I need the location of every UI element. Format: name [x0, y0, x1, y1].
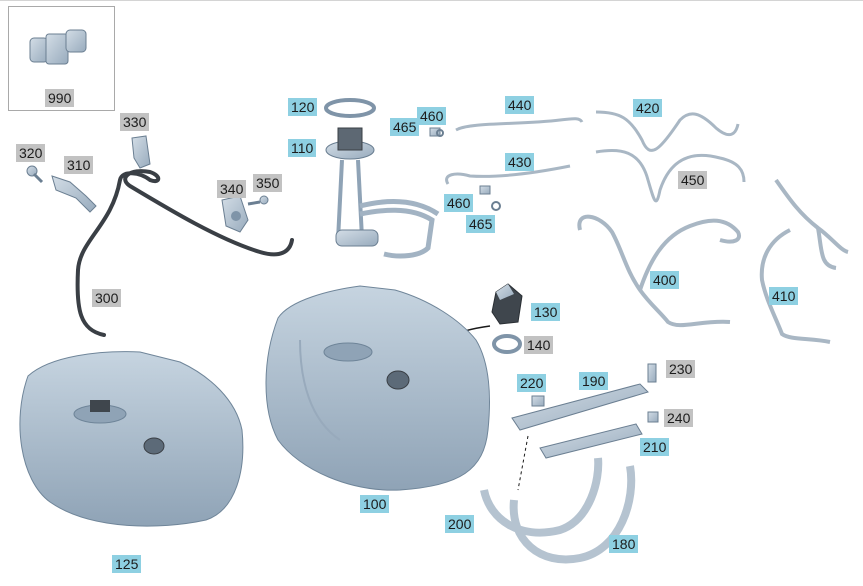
connector-460[interactable]	[429, 127, 491, 195]
clip-330[interactable]	[131, 135, 151, 169]
callout-460-a[interactable]: 460	[417, 107, 447, 125]
fuel-tank-100[interactable]	[265, 285, 490, 491]
callout-300[interactable]: 300	[92, 289, 122, 307]
callout-130[interactable]: 130	[531, 303, 561, 321]
callout-190[interactable]: 190	[579, 372, 609, 390]
callout-110[interactable]: 110	[288, 139, 317, 157]
callout-990[interactable]: 990	[45, 89, 75, 107]
dashed-link	[517, 435, 529, 491]
callout-465-b[interactable]: 465	[466, 215, 496, 233]
callout-460-b[interactable]: 460	[444, 194, 474, 212]
top-divider	[0, 0, 863, 1]
callout-465-a[interactable]: 465	[390, 118, 420, 136]
callout-320[interactable]: 320	[16, 144, 46, 162]
strap-180[interactable]	[509, 465, 636, 564]
callout-180[interactable]: 180	[609, 535, 639, 553]
fuel-line-bundle-410[interactable]	[759, 178, 849, 344]
callout-330[interactable]: 330	[120, 113, 150, 131]
fuel-line-450[interactable]	[595, 148, 746, 203]
seal-ring-120[interactable]	[324, 98, 376, 118]
callout-210[interactable]: 210	[640, 438, 670, 456]
o-ring-465[interactable]	[436, 129, 501, 211]
fuel-line-420[interactable]	[595, 110, 740, 152]
callout-430[interactable]: 430	[505, 153, 535, 171]
callout-440[interactable]: 440	[505, 96, 535, 114]
fuel-line-440[interactable]	[455, 117, 584, 132]
nut-220[interactable]	[531, 395, 545, 407]
callout-220[interactable]: 220	[517, 374, 547, 392]
callout-240[interactable]: 240	[664, 409, 694, 427]
sealing-ring-140[interactable]	[492, 334, 522, 354]
callout-230[interactable]: 230	[666, 360, 696, 378]
fuel-line-430[interactable]	[445, 164, 571, 185]
callout-310[interactable]: 310	[64, 156, 94, 174]
callout-350[interactable]: 350	[253, 174, 283, 192]
callout-410[interactable]: 410	[769, 287, 799, 305]
callout-340[interactable]: 340	[217, 180, 247, 198]
callout-140[interactable]: 140	[524, 336, 554, 354]
fitting-990[interactable]	[29, 29, 87, 65]
bracket-310[interactable]	[51, 175, 97, 213]
callout-125[interactable]: 125	[112, 555, 142, 573]
bolt-230[interactable]	[647, 363, 657, 383]
fuel-pump-module-110[interactable]	[325, 127, 440, 259]
callout-200[interactable]: 200	[445, 515, 475, 533]
bracket-190[interactable]	[511, 383, 649, 431]
fuel-tank-125[interactable]	[19, 351, 244, 527]
sender-unit-130[interactable]	[491, 283, 523, 325]
bolt-350[interactable]	[247, 195, 269, 206]
strap-200[interactable]	[480, 457, 603, 537]
fuel-line-bundle-400[interactable]	[577, 214, 741, 328]
callout-120[interactable]: 120	[288, 98, 318, 116]
callout-100[interactable]: 100	[360, 495, 390, 513]
callout-450[interactable]: 450	[678, 171, 708, 189]
nut-240[interactable]	[647, 411, 659, 423]
bracket-210[interactable]	[539, 423, 643, 459]
callout-400[interactable]: 400	[650, 271, 680, 289]
bracket-340[interactable]	[221, 195, 249, 233]
bolt-320[interactable]	[26, 165, 44, 184]
callout-420[interactable]: 420	[633, 99, 663, 117]
fuel-line-300[interactable]	[75, 169, 294, 337]
